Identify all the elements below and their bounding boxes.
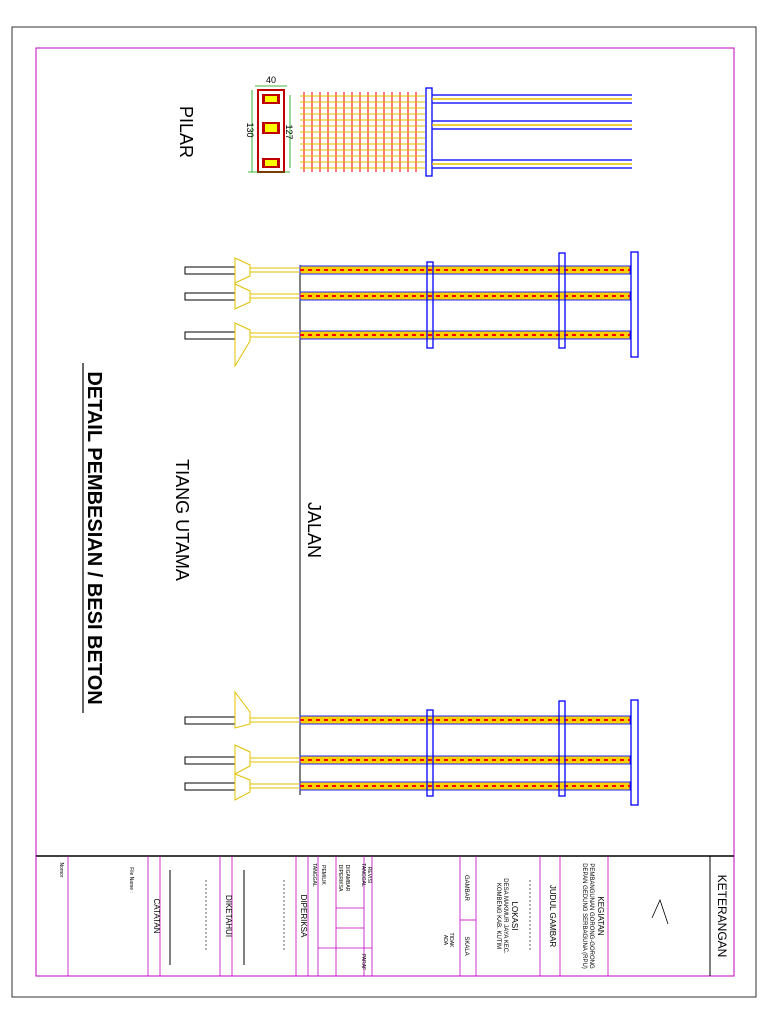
nomor-label: Nomor	[58, 862, 64, 877]
drawing-title: DETAIL PEMBESIAN / BESI BETON	[83, 371, 105, 704]
gambar-label: GAMBAR	[463, 875, 469, 902]
label-pilar: PILAR	[176, 106, 196, 158]
file-name-label: File Name :	[128, 867, 134, 893]
north-arrow-icon	[651, 898, 669, 925]
label-tiang-utama: TIANG UTAMA	[172, 459, 192, 581]
kegiatan-line-2: DEPAN GEDUNG SERBAGUNA (RPU)	[581, 863, 587, 969]
diperiksa-small-label: DIPERIKSA	[337, 865, 343, 892]
skala-value-2: ADA	[442, 935, 448, 946]
diperiksa-label: DIPERIKSA	[299, 895, 308, 938]
paraf-label: PARAF	[360, 954, 366, 970]
dim-height-outer: 130	[245, 122, 255, 137]
label-jalan: JALAN	[304, 502, 324, 558]
dim-height-inner: 127	[284, 124, 294, 139]
tanggal-2-label: TANGGAL	[311, 863, 317, 887]
title-block	[35, 856, 711, 976]
keterangan-label: KETERANGAN	[715, 875, 729, 958]
revisi-label: REVISI	[366, 867, 372, 883]
tiang-utama-top	[184, 251, 639, 368]
digambar-label: DIGAMBAR	[344, 865, 350, 892]
drawing-frame	[35, 47, 735, 977]
lokasi-line-2: KOMBENG KAB. KUTIM	[495, 883, 501, 949]
lokasi-label: LOKASI	[510, 902, 519, 931]
lokasi-line-1: DESA MAKMUR JAYA KEC.	[502, 878, 508, 954]
skala-label: SKALA	[463, 936, 469, 955]
tiang-utama-bottom	[184, 690, 639, 806]
pilar-section: 40 130 127	[245, 75, 294, 173]
pemilik-label: PEMILIK	[320, 865, 326, 885]
outer-border	[11, 26, 757, 998]
kegiatan-line-1: PEMBANGUNAN GORONG-GORONG	[588, 863, 594, 969]
skala-value-1: TIDAK	[448, 933, 454, 948]
diketahui-label: DIKETAHUI	[224, 895, 233, 937]
dim-width: 40	[266, 75, 276, 85]
pilar-rebar-cage	[300, 87, 632, 177]
catatan-label: CATATAN	[152, 899, 161, 934]
judul-gambar-label: JUDUL GAMBAR	[548, 885, 557, 948]
tanggal-label: TANGGAL	[360, 863, 366, 887]
kegiatan-label: KEGIATAN	[596, 896, 605, 935]
